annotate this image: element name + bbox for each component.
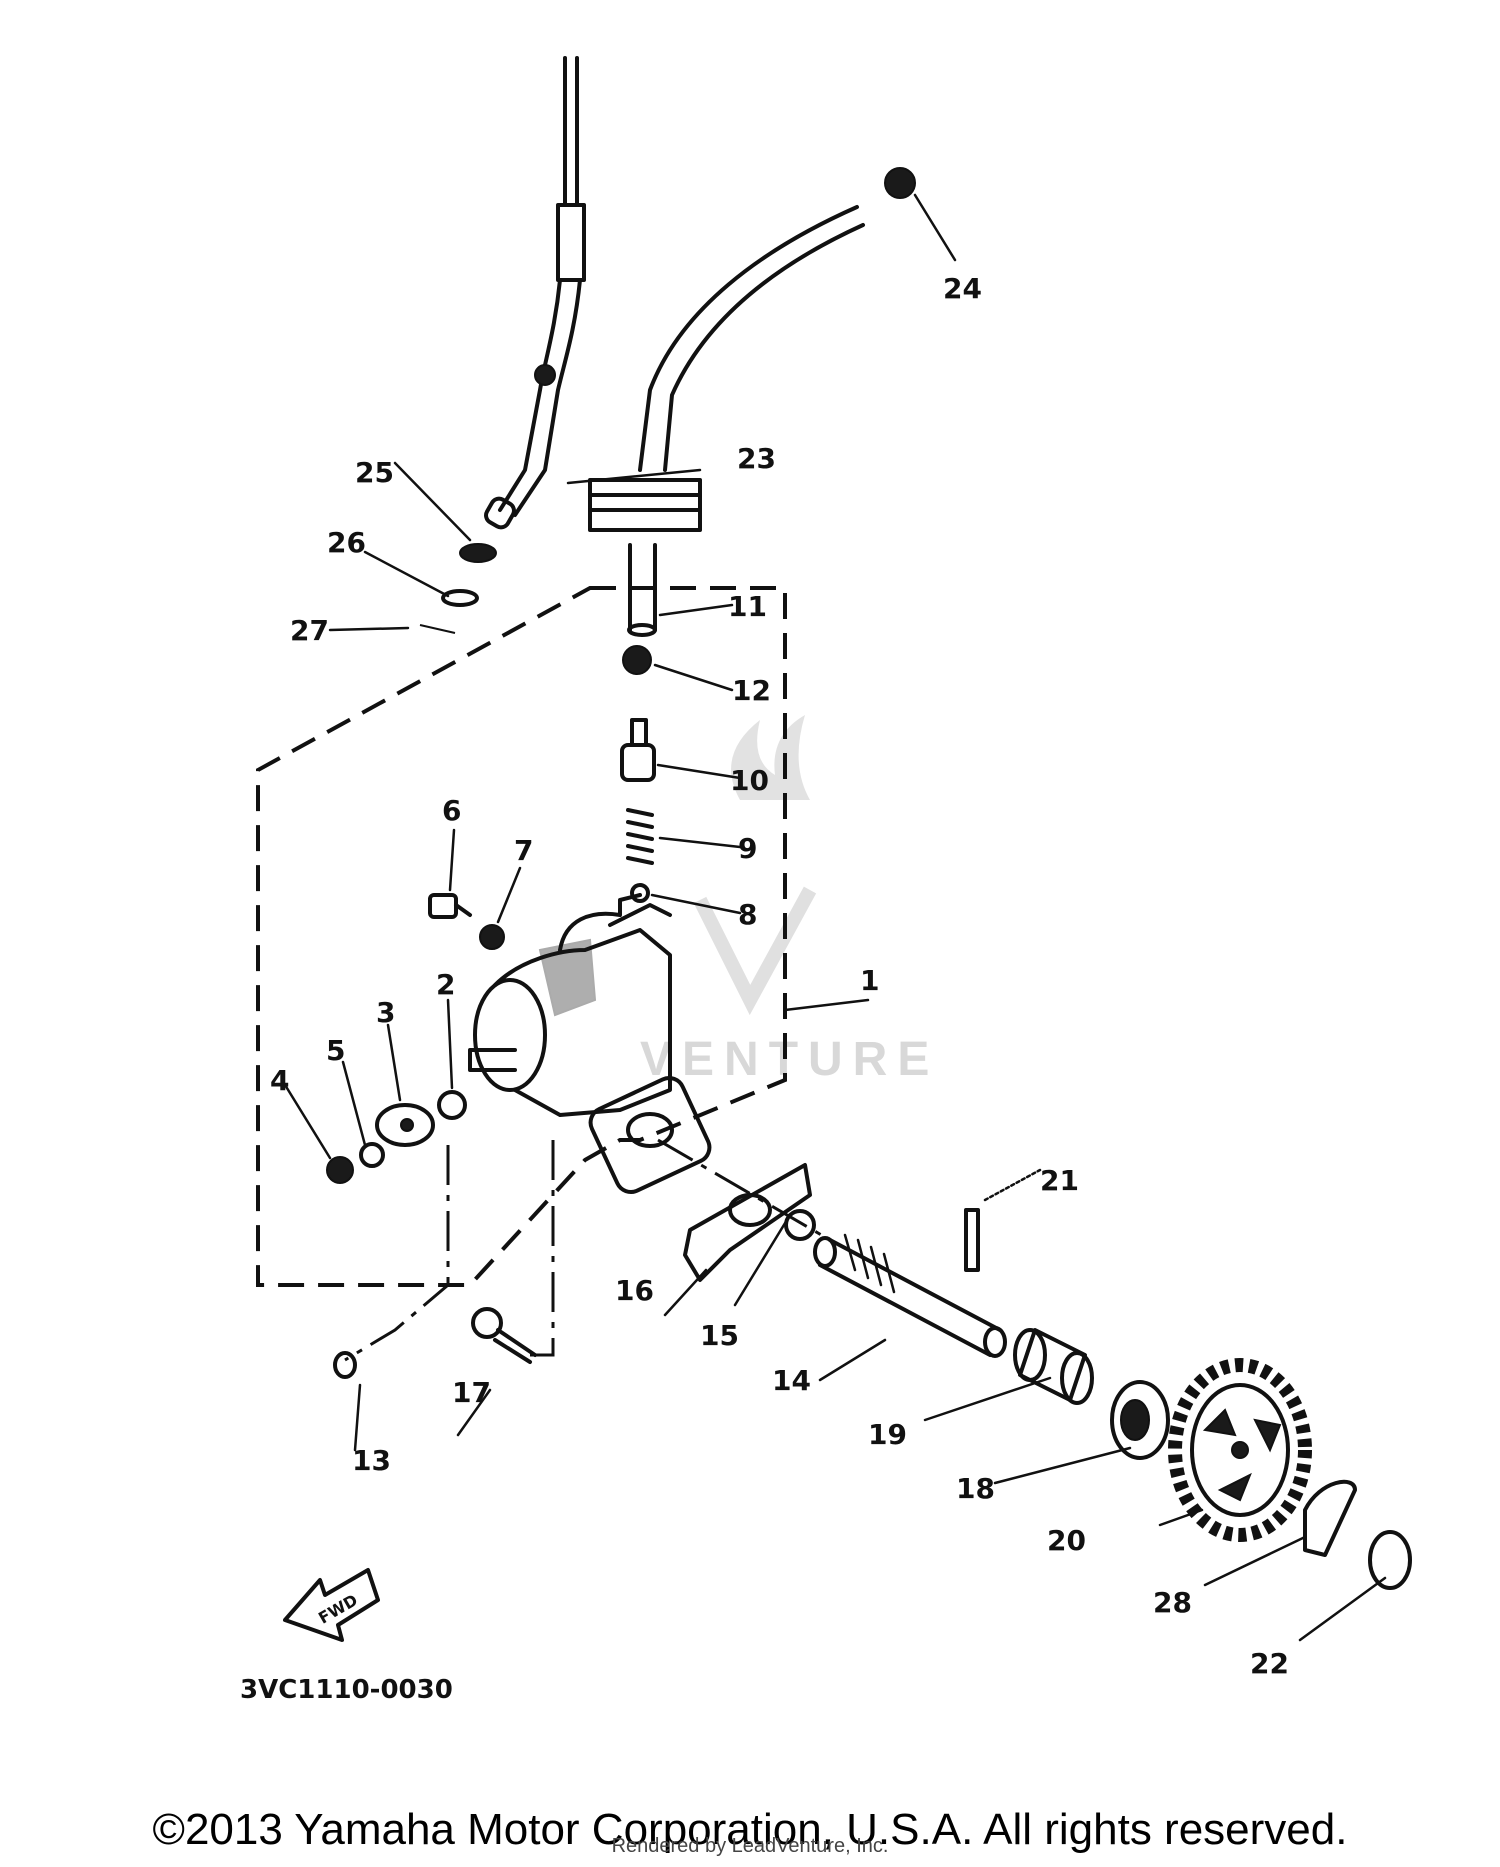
part-5-washer: [359, 1142, 385, 1168]
part-21-pin: [964, 1208, 980, 1272]
oil-delivery-hose: [588, 205, 865, 637]
callout-23: 23: [737, 442, 776, 475]
fwd-label: FWD: [315, 1590, 361, 1627]
part-15-oil-seal: [784, 1209, 816, 1241]
part-27-screw: [419, 624, 456, 634]
part-12-cap: [622, 645, 652, 675]
part-28-lock-washer: [1303, 1479, 1357, 1557]
callout-12: 12: [732, 674, 771, 707]
part-9-spring: [626, 808, 654, 865]
watermark-text: VENTURE: [640, 1033, 939, 1086]
callout-13: 13: [352, 1444, 391, 1477]
part-18-bearing: [1110, 1380, 1170, 1460]
part-7-washer: [479, 924, 505, 950]
callout-11: 11: [728, 590, 767, 623]
callout-4: 4: [270, 1064, 289, 1097]
part-6-screw: [428, 893, 472, 919]
callout-18: 18: [956, 1472, 995, 1505]
callout-14: 14: [772, 1364, 811, 1397]
part-4-nut: [326, 1156, 354, 1184]
part-25-plate: [459, 543, 497, 563]
callout-27: 27: [290, 614, 329, 647]
part-22-circlip: [1368, 1530, 1412, 1590]
part-24-hose-clip: [884, 167, 916, 199]
part-20-drive-gear: [1168, 1358, 1312, 1542]
part-14-drive-shaft: [813, 1233, 1007, 1358]
callout-7: 7: [514, 834, 533, 867]
forward-arrow-icon: FWD: [283, 1568, 380, 1642]
part-10-fitting: [620, 718, 656, 782]
callout-labels: 1 2 3 4 5 6 7 8 9 10 11 12 13 14 15 16 1…: [270, 272, 1289, 1680]
callout-5: 5: [326, 1034, 345, 1067]
copyright-notice: ©2013 Yamaha Motor Corporation, U.S.A. A…: [152, 1805, 1348, 1854]
part-13-pin: [333, 1351, 357, 1379]
part-8-ball: [630, 883, 650, 903]
callout-20: 20: [1047, 1524, 1086, 1557]
centerline-13: [344, 1145, 450, 1362]
callout-24: 24: [943, 272, 982, 305]
callout-25: 25: [355, 456, 394, 489]
callout-9: 9: [738, 832, 757, 865]
part-3-disc: [375, 1103, 435, 1147]
callout-19: 19: [868, 1418, 907, 1451]
diagram-code: 3VC1110-0030: [240, 1675, 453, 1705]
oil-pump-body: [468, 893, 712, 1194]
rendered-by-credit: Rendered by LeadVenture, Inc.: [611, 1835, 889, 1857]
callout-6: 6: [442, 794, 461, 827]
callout-10: 10: [730, 764, 769, 797]
centerline-17: [530, 1140, 555, 1357]
callout-1: 1: [860, 964, 879, 997]
part-17-bolt: [471, 1307, 537, 1364]
part-16-gasket: [683, 1163, 812, 1282]
callout-3: 3: [376, 996, 395, 1029]
callout-15: 15: [700, 1319, 739, 1352]
callout-21: 21: [1040, 1164, 1079, 1197]
callout-8: 8: [738, 898, 757, 931]
part-19-bushing: [1013, 1328, 1094, 1405]
part-26-washer: [441, 589, 479, 607]
callout-17: 17: [452, 1376, 491, 1409]
oil-pump-cable: [484, 56, 586, 530]
callout-26: 26: [327, 526, 366, 559]
callout-2: 2: [436, 968, 455, 1001]
part-2-washer: [437, 1090, 467, 1120]
leader-lines: [280, 193, 1387, 1642]
callout-16: 16: [615, 1274, 654, 1307]
callout-22: 22: [1250, 1647, 1289, 1680]
callout-28: 28: [1153, 1586, 1192, 1619]
